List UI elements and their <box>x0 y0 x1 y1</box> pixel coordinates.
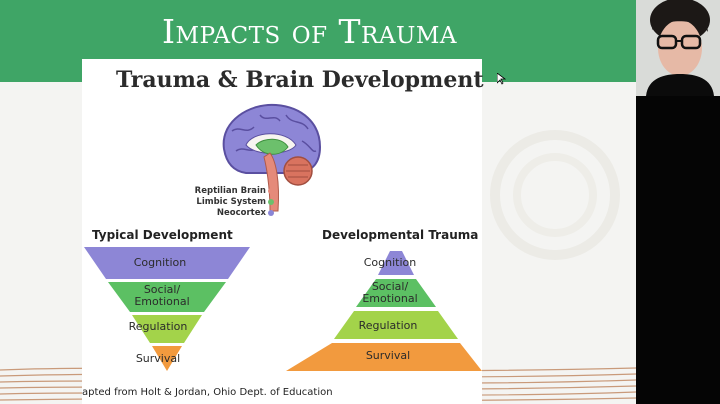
legend-reptilian: Reptilian Brain <box>188 186 274 197</box>
typical-label-social: Social/ Emotional <box>134 283 190 308</box>
webcam-panel <box>636 0 720 404</box>
trauma-label-survival: Survival <box>365 349 411 362</box>
figure-caption: apted from Holt & Jordan, Ohio Dept. of … <box>82 387 333 398</box>
pyramids <box>84 247 482 371</box>
trauma-label-regulation: Regulation <box>358 319 418 332</box>
typical-level-social <box>108 282 226 312</box>
typical-label-survival: Survival <box>135 352 181 365</box>
figure-heading: Trauma & Brain Development <box>116 67 484 93</box>
brain-legend: Reptilian Brain Limbic System Neocortex <box>188 186 274 219</box>
typical-development-title: Typical Development <box>92 228 233 242</box>
trauma-label-social: Social/ Emotional <box>362 280 418 305</box>
trauma-level-regulation <box>334 311 458 339</box>
legend-dot-limbic <box>268 198 274 205</box>
developmental-trauma-title: Developmental Trauma <box>322 228 479 242</box>
brain-illustration <box>222 103 322 212</box>
trauma-level-social <box>356 279 436 307</box>
legend-neocortex: Neocortex <box>188 208 274 219</box>
legend-limbic: Limbic System <box>188 197 274 208</box>
legend-dot-neocortex <box>268 209 274 216</box>
typical-level-cognition <box>84 247 250 279</box>
trauma-label-cognition: Cognition <box>363 256 417 269</box>
trauma-level-survival <box>286 343 482 371</box>
typical-label-regulation: Regulation <box>128 320 188 333</box>
brain-development-figure: Trauma & Brain Development Reptilian Bra… <box>82 59 484 404</box>
trauma-level-cognition <box>378 251 414 275</box>
presenter-video <box>646 0 714 96</box>
typical-label-cognition: Cognition <box>133 256 187 269</box>
legend-dot-reptilian <box>268 187 274 194</box>
slide-title: Impacts of Trauma <box>162 12 458 51</box>
mouse-cursor-icon <box>497 73 506 85</box>
decorative-circle <box>490 130 620 260</box>
typical-level-regulation <box>132 315 202 343</box>
typical-level-survival <box>152 346 182 371</box>
